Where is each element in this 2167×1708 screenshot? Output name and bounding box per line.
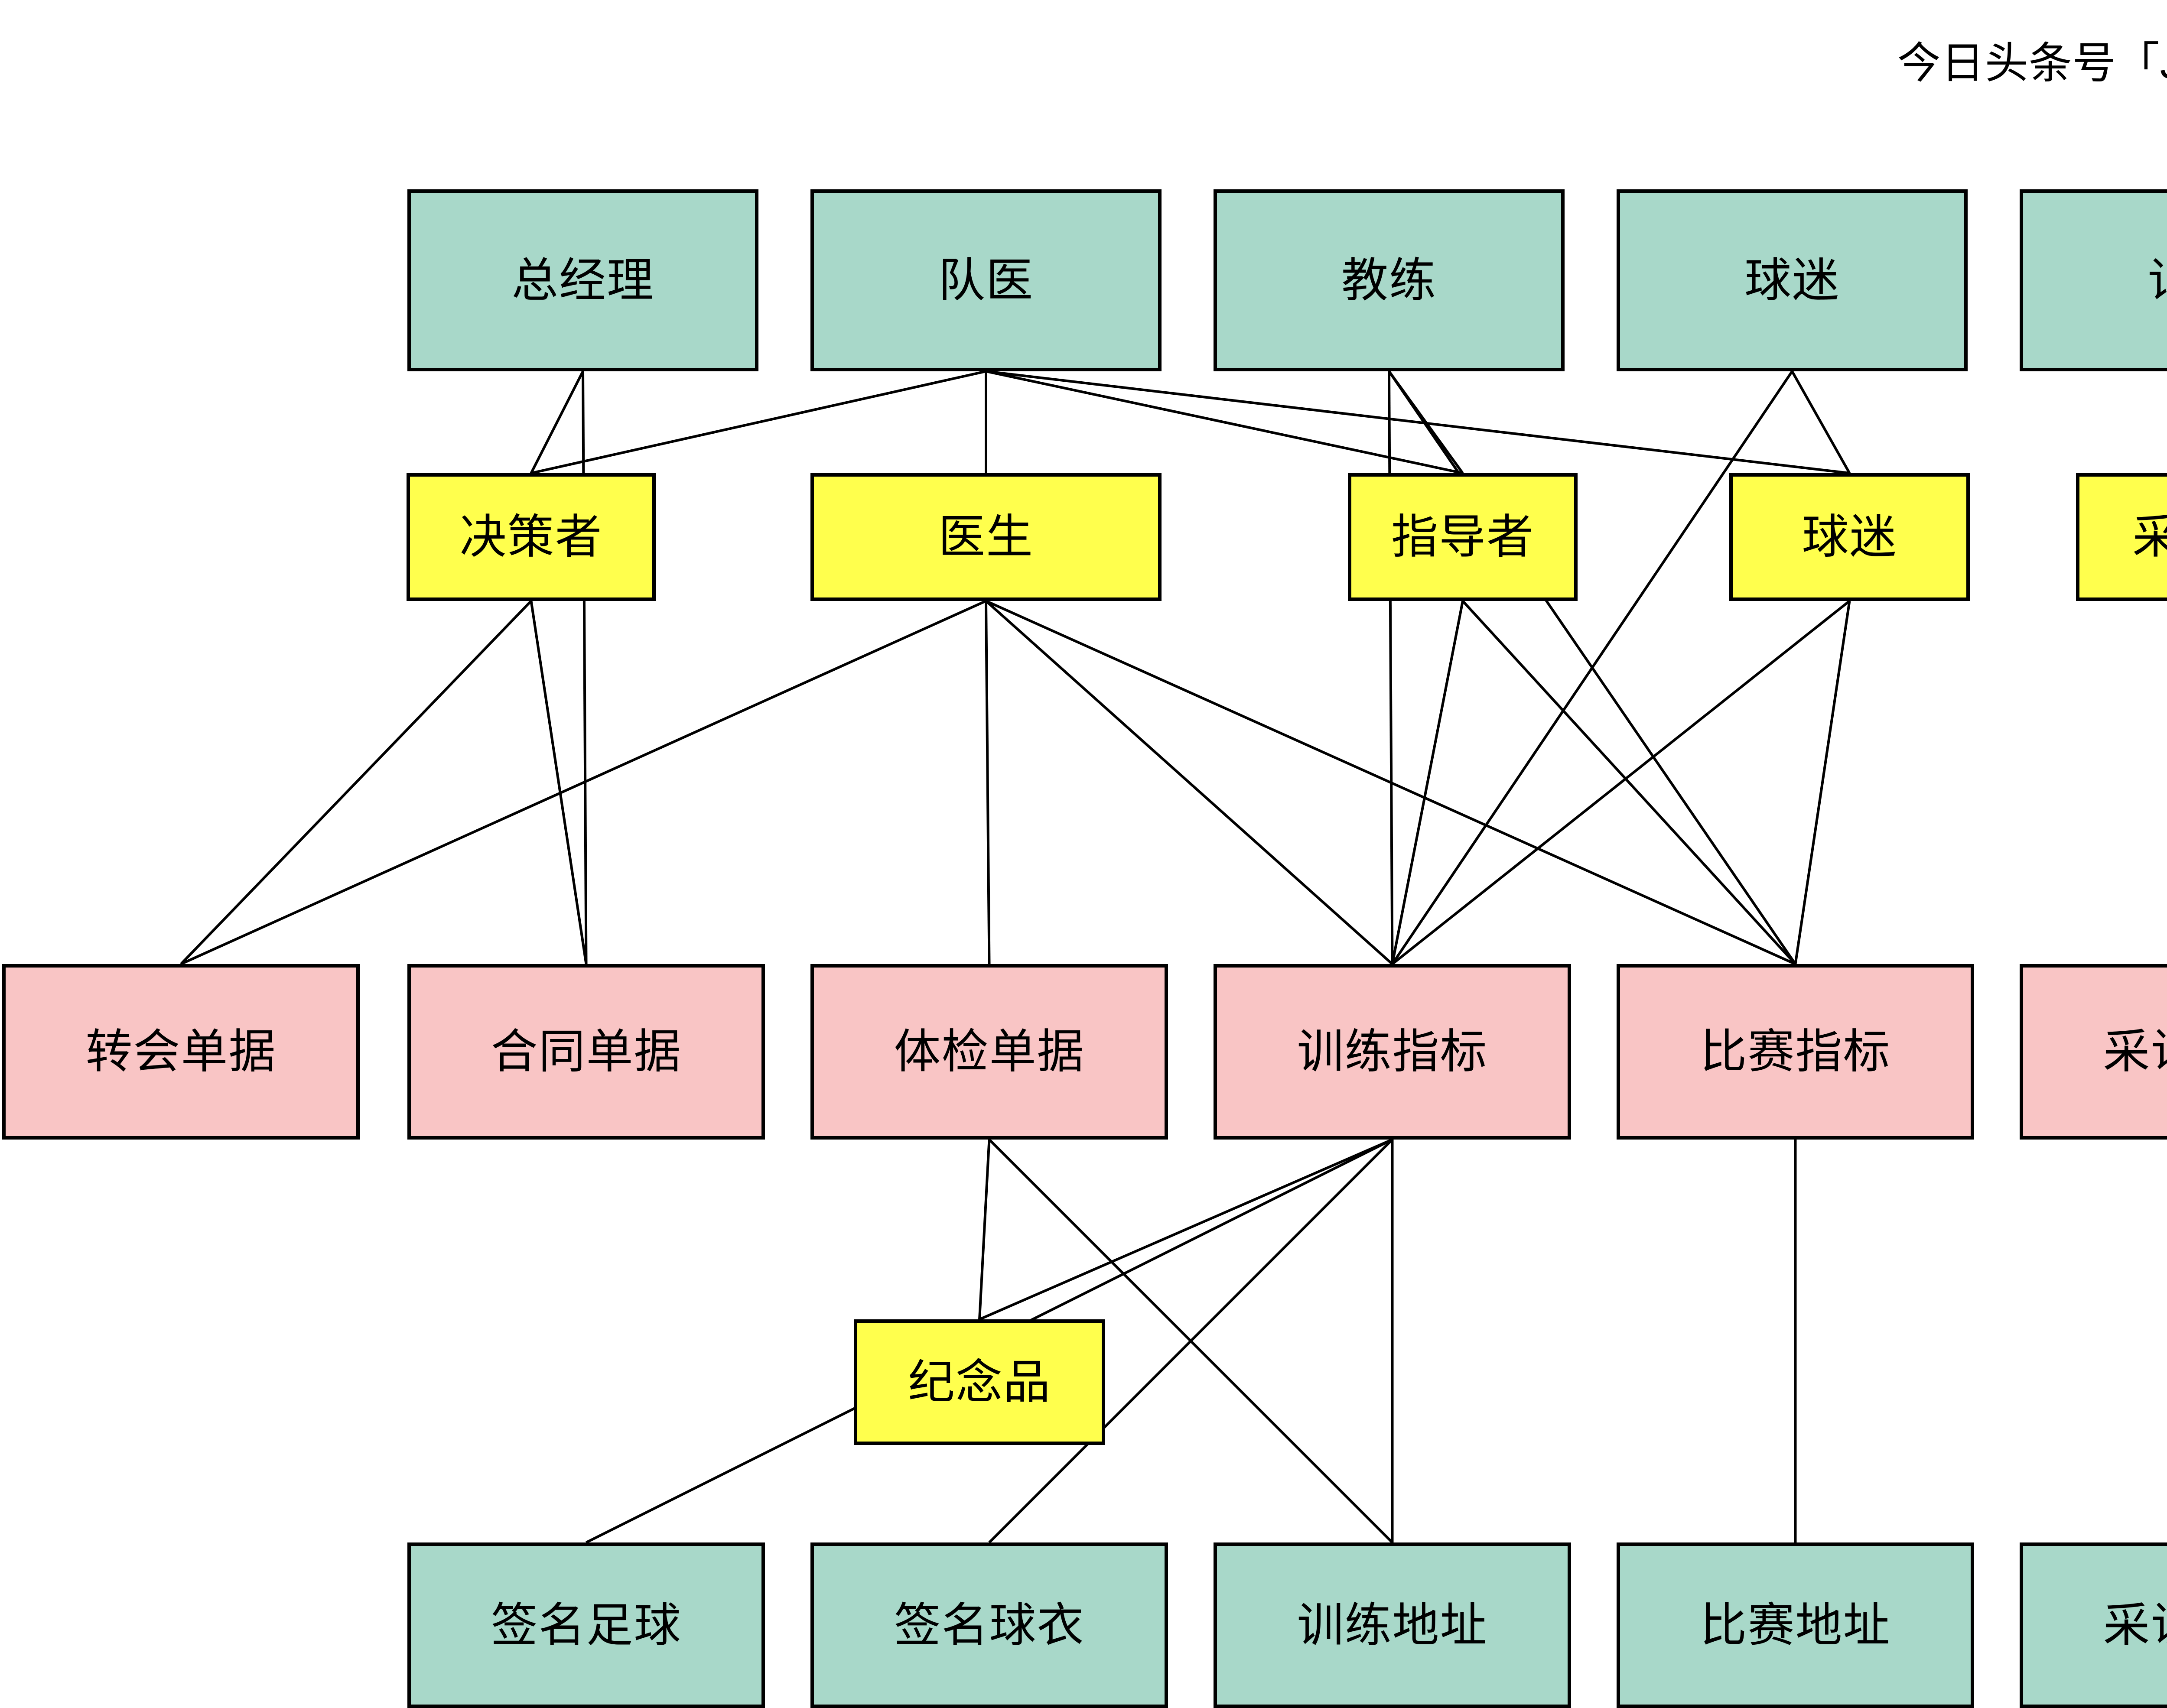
document-node-interview_doc[interactable]: 采访单据 [2020, 964, 2167, 1140]
edge-physician-to-medical_doc [985, 601, 991, 964]
edge-gm-to-contract_doc [582, 371, 588, 964]
node-label: 签名足球 [491, 1598, 682, 1651]
role-node-fan[interactable]: 球迷 [1617, 189, 1968, 371]
interface-node-souvenir[interactable]: 纪念品 [854, 1319, 1105, 1445]
edge-decider-to-transfer_doc [180, 600, 532, 965]
role-node-match_place[interactable]: 比赛地址 [1617, 1542, 1974, 1708]
node-label: 采访者 [2132, 510, 2167, 563]
node-label: 教练 [1341, 253, 1437, 306]
interface-node-decider[interactable]: 决策者 [407, 473, 656, 601]
role-node-gm[interactable]: 总经理 [407, 189, 758, 371]
interface-node-supporter[interactable]: 球迷 [1729, 473, 1970, 601]
edge-doctor-to-decider [530, 370, 986, 474]
node-label: 决策者 [459, 510, 603, 563]
edge-fan-to-supporter [1791, 370, 1851, 474]
node-label: 球迷 [1744, 253, 1840, 306]
document-node-contract_doc[interactable]: 合同单据 [407, 964, 765, 1140]
node-label: 训练地址 [1297, 1598, 1488, 1651]
interface-node-physician[interactable]: 医生 [810, 473, 1162, 601]
edge-physician-to-match_metric [985, 600, 1796, 965]
role-node-reporter[interactable]: 记者 [2020, 189, 2167, 371]
node-label: 体检单据 [894, 1025, 1085, 1078]
role-node-coach[interactable]: 教练 [1214, 189, 1565, 371]
node-label: 球迷 [1802, 510, 1897, 563]
node-label: 纪念品 [908, 1355, 1051, 1408]
node-label: 采访单据 [2103, 1025, 2167, 1078]
edge-train_metric-to-souvenir [979, 1138, 1393, 1321]
edge-instructor-to-match_metric [1461, 600, 1796, 965]
node-label: 转会单据 [85, 1025, 277, 1078]
node-label: 指导者 [1391, 510, 1534, 563]
node-label: 医生 [938, 510, 1034, 563]
node-label: 队医 [938, 253, 1034, 306]
edge-decider-to-contract_doc [530, 601, 588, 964]
document-node-train_metric[interactable]: 训练指标 [1214, 964, 1571, 1140]
document-node-match_metric[interactable]: 比赛指标 [1617, 964, 1974, 1140]
interface-node-interviewer[interactable]: 采访者 [2076, 473, 2167, 601]
document-node-transfer_doc[interactable]: 转会单据 [2, 964, 360, 1140]
edge-supporter-to-train_metric [1391, 600, 1851, 965]
role-node-signed_shirt[interactable]: 签名球衣 [810, 1542, 1168, 1708]
watermark-label: 今日头条号「JAVA前线」 [1897, 39, 2167, 88]
edge-coach-to-instructor [1388, 370, 1464, 474]
edge-gm-to-decider [530, 370, 584, 474]
role-node-signed_ball[interactable]: 签名足球 [407, 1542, 765, 1708]
edge-medical_doc-to-souvenir [978, 1139, 991, 1320]
node-label: 签名球衣 [894, 1598, 1085, 1651]
edge-coach-to-match_metric [1388, 370, 1796, 965]
role-node-interview_place[interactable]: 采访地址 [2020, 1542, 2167, 1708]
edge-doctor-to-instructor [986, 370, 1463, 474]
edge-physician-to-train_metric [985, 600, 1393, 965]
node-label: 合同单据 [491, 1025, 682, 1078]
edge-instructor-to-train_metric [1391, 601, 1464, 964]
edge-coach-to-train_metric [1388, 371, 1394, 964]
node-label: 比赛地址 [1700, 1598, 1891, 1651]
interface-node-instructor[interactable]: 指导者 [1348, 473, 1578, 601]
edge-supporter-to-match_metric [1794, 601, 1851, 964]
role-node-doctor[interactable]: 队医 [810, 189, 1162, 371]
node-label: 记者 [2147, 254, 2167, 306]
edge-doctor-to-supporter [986, 370, 1850, 474]
node-label: 训练指标 [1297, 1025, 1488, 1078]
node-label: 总经理 [511, 253, 654, 306]
node-label: 采访地址 [2103, 1598, 2167, 1651]
document-node-medical_doc[interactable]: 体检单据 [810, 964, 1168, 1140]
node-label: 比赛指标 [1700, 1025, 1891, 1078]
edge-fan-to-train_metric [1391, 370, 1793, 965]
role-node-train_place[interactable]: 训练地址 [1214, 1542, 1571, 1708]
edge-physician-to-transfer_doc [180, 600, 987, 965]
